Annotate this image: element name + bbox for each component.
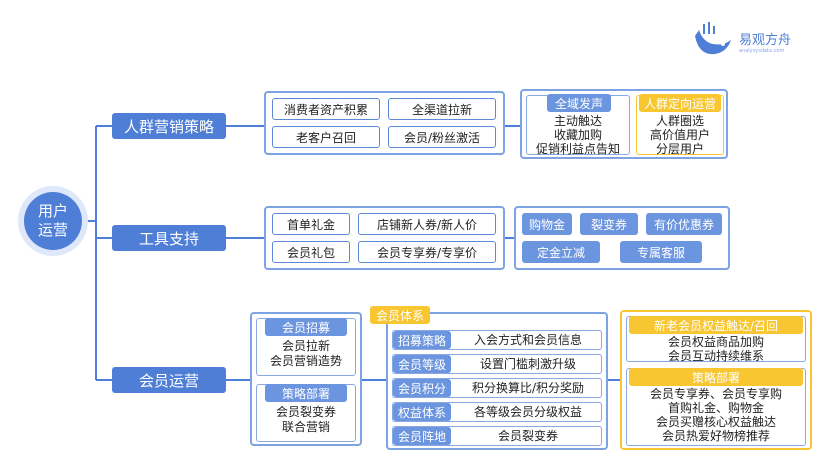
omnichannel-voice-header: 全域发声 bbox=[547, 94, 611, 112]
strategy-deploy-item: 会员裂变券 bbox=[275, 405, 336, 419]
benefit-strategy-item: 会员热爱好物榜推荐 bbox=[661, 429, 770, 443]
benefit-strategy-item: 会员专享券、会员专享购 bbox=[649, 387, 782, 401]
system-row: 招募策略 入会方式和会员信息 bbox=[392, 330, 602, 350]
tool-exclusive-service: 专属客服 bbox=[620, 241, 702, 263]
benefit-reach-header: 新老会员权益触达/召回 bbox=[629, 316, 803, 334]
tool-deposit-discount: 定金立减 bbox=[522, 241, 600, 263]
center-line1: 用户 bbox=[37, 202, 68, 220]
member-recruit-panel: 会员招募 会员拉新 会员营销造势 bbox=[256, 318, 356, 376]
branch-member-ops: 会员运营 bbox=[112, 367, 226, 393]
targeted-ops-header: 人群定向运营 bbox=[639, 94, 721, 112]
targeted-ops-panel: 人群定向运营 人群圈选 高价值用户 分层用户 bbox=[636, 94, 724, 156]
system-row-value: 设置门槛刺激升级 bbox=[479, 357, 576, 371]
omnichannel-item: 促销利益点告知 bbox=[535, 142, 620, 156]
benefit-reach-item: 会员互动持续维系 bbox=[667, 349, 764, 363]
system-row-key: 权益体系 bbox=[393, 403, 451, 421]
system-row: 权益体系 各等级会员分级权益 bbox=[392, 402, 602, 422]
strategy-deploy-header: 策略部署 bbox=[265, 384, 347, 402]
tool-support-group: 首单礼金 店铺新人券/新人价 会员礼包 会员专享券/专享价 bbox=[264, 206, 505, 270]
system-row-key: 会员等级 bbox=[393, 355, 451, 373]
member-recruit-group: 会员招募 会员拉新 会员营销造势 策略部署 会员裂变券 联合营销 bbox=[250, 312, 362, 446]
center-node: 用户运营 bbox=[18, 186, 88, 256]
member-system-header: 会员体系 bbox=[370, 306, 430, 324]
crowd-strategy-group: 消费者资产积累 全渠道拉新 老客户召回 会员/粉丝激活 bbox=[264, 91, 505, 155]
center-line2: 运营 bbox=[37, 221, 68, 239]
targeted-item: 分层用户 bbox=[655, 142, 704, 156]
benefit-strategy-item: 首购礼金、购物金 bbox=[667, 401, 764, 415]
system-row-key: 会员积分 bbox=[393, 379, 451, 397]
system-row-value: 积分换算比/积分奖励 bbox=[471, 381, 585, 395]
whale-logo-icon bbox=[695, 22, 731, 55]
benefit-reach-panel: 新老会员权益触达/召回 会员权益商品加购 会员互动持续维系 bbox=[626, 316, 806, 363]
system-row: 会员积分 积分换算比/积分奖励 bbox=[392, 378, 602, 398]
cell-newcomer-coupon: 店铺新人券/新人价 bbox=[358, 213, 496, 235]
system-row: 会员阵地 会员裂变券 bbox=[392, 426, 602, 446]
member-benefits-group: 新老会员权益触达/召回 会员权益商品加购 会员互动持续维系 策略部署 会员专享券… bbox=[620, 310, 812, 450]
system-row-value: 各等级会员分级权益 bbox=[473, 405, 582, 419]
omnichannel-item: 收藏加购 bbox=[553, 128, 602, 142]
targeted-item: 人群圈选 bbox=[655, 114, 704, 128]
cell-member-exclusive-coupon: 会员专享券/专享价 bbox=[358, 241, 496, 263]
member-recruit-header: 会员招募 bbox=[265, 318, 347, 336]
brand-logo: 易观方舟 analysysdata.com bbox=[693, 20, 823, 64]
system-row-key: 会员阵地 bbox=[393, 427, 451, 445]
tool-shopping-gold: 购物金 bbox=[522, 213, 572, 235]
system-row: 会员等级 设置门槛刺激升级 bbox=[392, 354, 602, 374]
system-row-value: 会员裂变券 bbox=[497, 429, 558, 443]
cell-member-gift-pack: 会员礼包 bbox=[272, 241, 350, 263]
tool-paid-coupon: 有价优惠券 bbox=[646, 213, 722, 235]
branch-tool-support: 工具支持 bbox=[112, 225, 226, 251]
benefit-strategy-panel: 策略部署 会员专享券、会员专享购 首购礼金、购物金 会员买赠核心权益触达 会员热… bbox=[626, 368, 806, 446]
crowd-channels-group: 全域发声 主动触达 收藏加购 促销利益点告知 人群定向运营 人群圈选 高价值用户… bbox=[520, 89, 728, 159]
system-row-key: 招募策略 bbox=[393, 331, 451, 349]
tools-group: 购物金 裂变券 有价优惠券 定金立减 专属客服 bbox=[514, 206, 730, 270]
omnichannel-voice-panel: 全域发声 主动触达 收藏加购 促销利益点告知 bbox=[526, 94, 630, 156]
strategy-deploy-panel: 策略部署 会员裂变券 联合营销 bbox=[256, 384, 356, 442]
member-recruit-item: 会员拉新 bbox=[281, 339, 330, 353]
cell-old-customer-recall: 老客户召回 bbox=[272, 126, 380, 148]
strategy-deploy-item: 联合营销 bbox=[281, 420, 330, 434]
benefit-strategy-header: 策略部署 bbox=[629, 368, 803, 386]
cell-asset-accumulation: 消费者资产积累 bbox=[272, 98, 380, 120]
member-system-group: 会员体系 招募策略 入会方式和会员信息 会员等级 设置门槛刺激升级 会员积分 积… bbox=[370, 306, 608, 450]
brand-sub: analysysdata.com bbox=[739, 48, 785, 54]
tool-fission-coupon: 裂变券 bbox=[580, 213, 638, 235]
brand-name: 易观方舟 bbox=[739, 33, 792, 48]
benefit-strategy-item: 会员买赠核心权益触达 bbox=[655, 415, 776, 429]
targeted-item: 高价值用户 bbox=[649, 128, 710, 142]
cell-member-activation: 会员/粉丝激活 bbox=[388, 126, 496, 148]
cell-first-order-gift: 首单礼金 bbox=[272, 213, 350, 235]
system-row-value: 入会方式和会员信息 bbox=[473, 333, 582, 347]
benefit-reach-item: 会员权益商品加购 bbox=[667, 335, 764, 349]
member-recruit-item: 会员营销造势 bbox=[269, 354, 342, 368]
cell-omnichannel-acquisition: 全渠道拉新 bbox=[388, 98, 496, 120]
branch-crowd-marketing: 人群营销策略 bbox=[112, 113, 226, 139]
omnichannel-item: 主动触达 bbox=[553, 114, 602, 128]
